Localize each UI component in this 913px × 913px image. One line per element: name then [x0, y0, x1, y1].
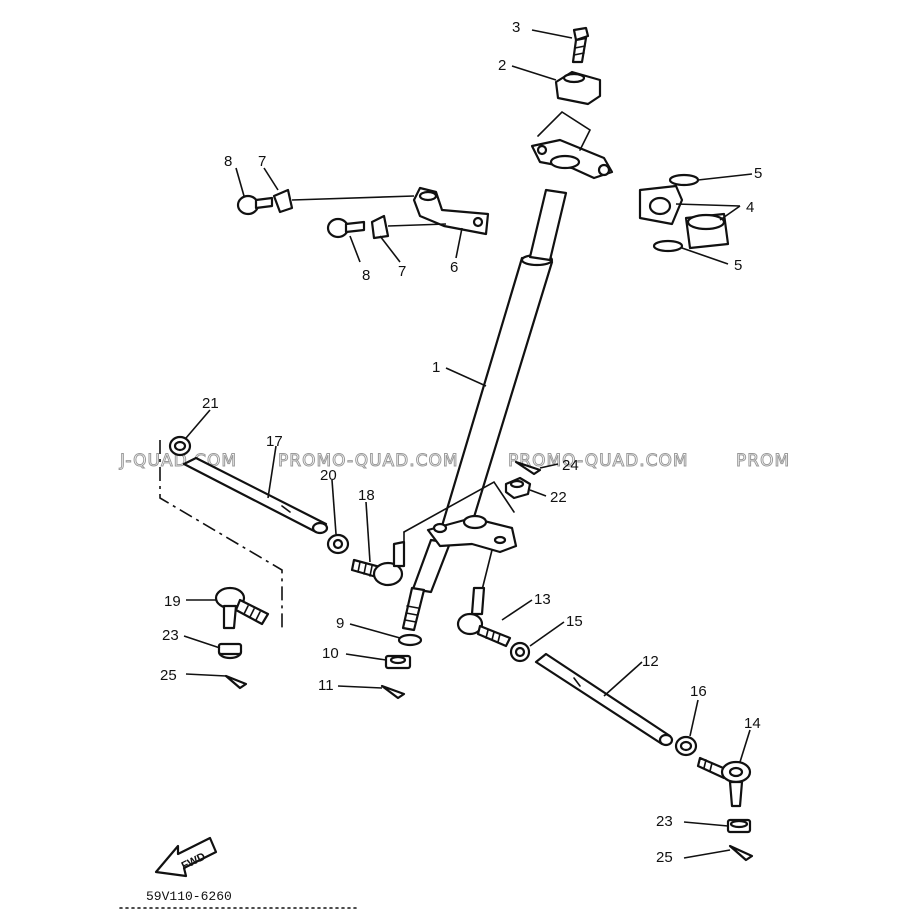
watermark-3: PROMO-QUAD.COM: [508, 451, 689, 471]
callout-23-right: 23: [656, 813, 673, 830]
pitman-guide: [481, 549, 493, 591]
callout-12: 12: [642, 653, 659, 670]
tie-rod-left: [182, 456, 329, 535]
watermark-2: PROMO-QUAD.COM: [278, 451, 459, 471]
leader-lines: [183, 29, 753, 859]
bolt-lower: [326, 217, 366, 239]
washer-lower: [652, 239, 684, 253]
cotter-pin-11: [380, 684, 406, 700]
nut-16: [674, 735, 698, 757]
callout-5-lower: 5: [734, 257, 742, 274]
clip-upper: [272, 188, 294, 214]
castle-nut-left: [217, 642, 243, 660]
clip-lower: [370, 214, 390, 240]
nut-22: [504, 476, 532, 500]
callout-8-lower: 8: [362, 267, 370, 284]
cotter-pin-right: [728, 844, 754, 862]
washer-9: [397, 633, 423, 647]
callout-20: 20: [320, 467, 337, 484]
callout-6: 6: [450, 259, 458, 276]
tie-rod-end-18: [350, 540, 406, 587]
callout-4: 4: [746, 199, 754, 216]
callout-13: 13: [534, 591, 551, 608]
tie-rod-end-19: [214, 586, 270, 630]
callout-2: 2: [498, 57, 506, 74]
callout-14: 14: [744, 715, 761, 732]
arm-guide-upper: [291, 195, 415, 201]
callout-3: 3: [512, 19, 520, 36]
callout-22: 22: [550, 489, 567, 506]
steering-arm: [412, 186, 490, 236]
callout-5-upper: 5: [754, 165, 762, 182]
nut-21: [168, 435, 192, 457]
tie-rod-right: [534, 652, 674, 747]
callout-8-upper: 8: [224, 153, 232, 170]
callout-21: 21: [202, 395, 219, 412]
callout-1: 1: [432, 359, 440, 376]
castle-nut-right: [726, 818, 752, 834]
callout-24: 24: [562, 457, 579, 474]
tie-rod-end-14: [696, 756, 752, 808]
callout-11: 11: [318, 677, 334, 694]
pitman-outline: [403, 480, 515, 533]
callout-10: 10: [322, 645, 339, 662]
bolt-upper: [236, 194, 274, 216]
watermark-layer: J-QUAD.COM PROMO-QUAD.COM PROMO-QUAD.COM…: [119, 451, 790, 472]
shaft-holder: [554, 70, 602, 106]
steering-shaft: [401, 138, 614, 632]
nut-20: [326, 533, 350, 555]
callout-labels: 1 2 3 4 5 5 6 7 7 8 8 9 10 11 12 13 14 1…: [160, 19, 762, 866]
callout-23-left: 23: [162, 627, 179, 644]
callout-7-upper: 7: [258, 153, 266, 170]
callout-16: 16: [690, 683, 707, 700]
nut-10: [384, 654, 412, 670]
fwd-arrow-icon: FWD: [154, 836, 218, 878]
callout-18: 18: [358, 487, 375, 504]
bushing-halves: [638, 184, 730, 250]
left-rod-guide: [159, 440, 283, 630]
cotter-pin-24: [514, 460, 542, 476]
arm-guide-lower: [387, 223, 447, 227]
washer-upper: [668, 173, 700, 187]
callout-9: 9: [336, 615, 344, 632]
callout-19: 19: [164, 593, 181, 610]
diagram-code: 59V110-6260: [146, 889, 232, 904]
nut-15: [509, 641, 531, 663]
callout-25-left: 25: [160, 667, 177, 684]
holder-bolt: [571, 26, 590, 64]
callout-15: 15: [566, 613, 583, 630]
callout-17: 17: [266, 433, 283, 450]
callout-7-lower: 7: [398, 263, 406, 280]
callout-25-right: 25: [656, 849, 673, 866]
watermark-4: PROM: [736, 451, 790, 471]
upper-plate-outline: [537, 110, 592, 151]
tie-rod-end-13: [456, 586, 512, 648]
cotter-pin-left: [224, 674, 248, 690]
